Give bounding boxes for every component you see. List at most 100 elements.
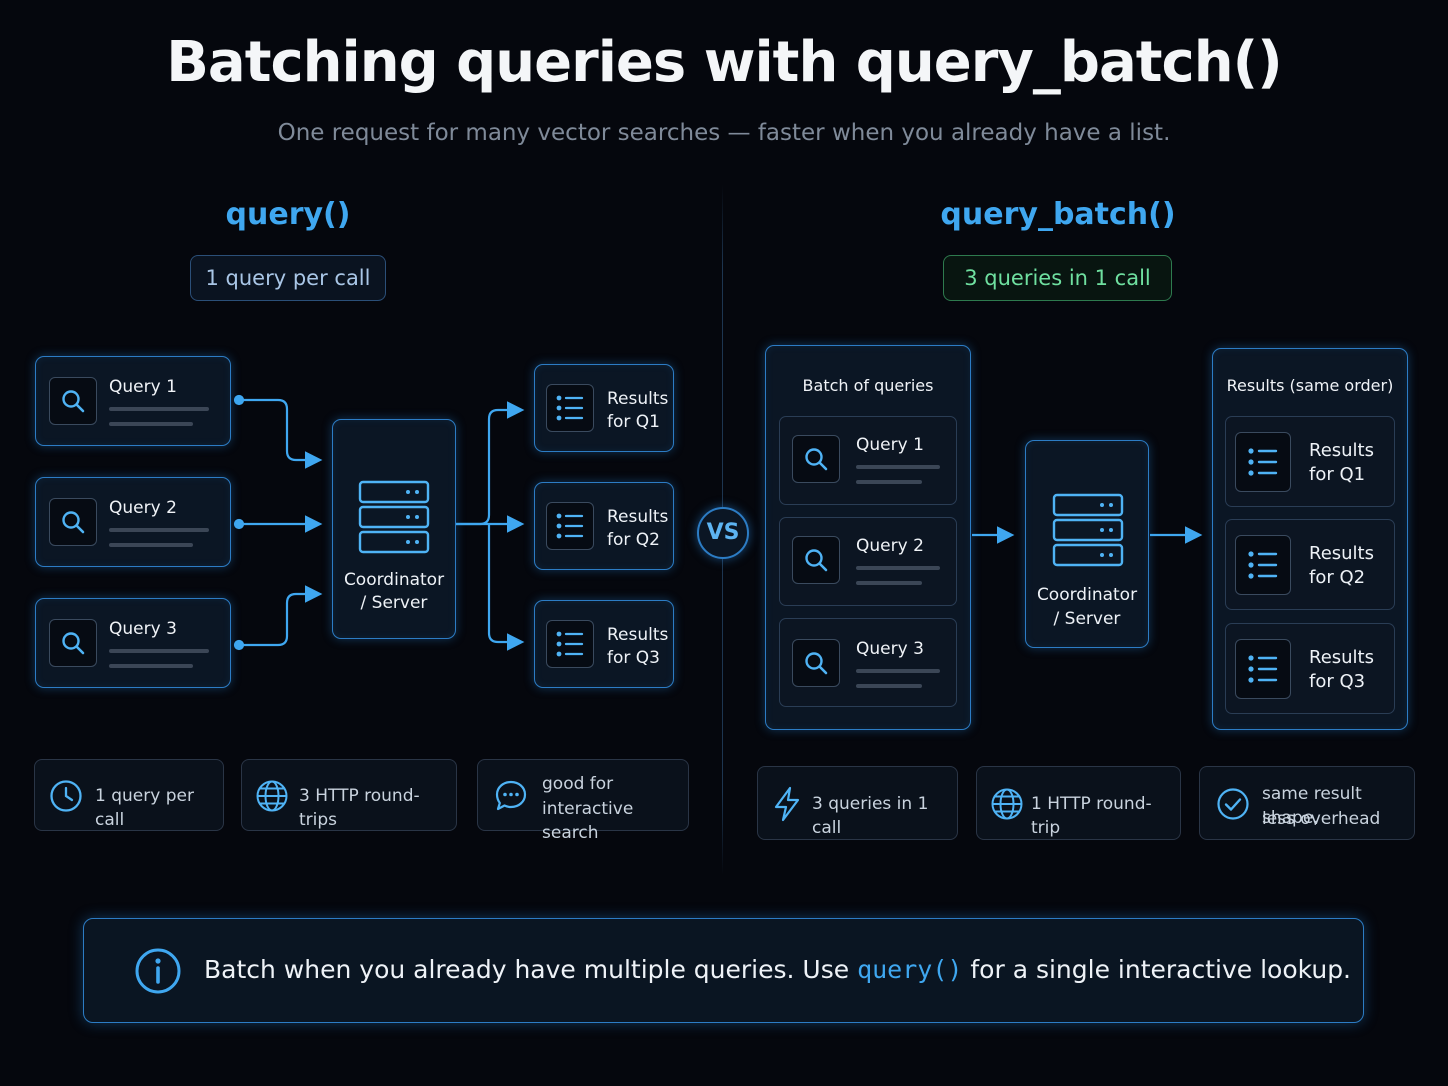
search-icon <box>792 435 840 483</box>
text-placeholder-line <box>109 528 209 532</box>
results-label-line1: Results <box>1309 647 1374 668</box>
feature-interactive-search: good for interactive search <box>477 759 689 843</box>
tip-text-before: Batch when you already have multiple que… <box>204 955 858 984</box>
search-icon <box>49 498 97 546</box>
query-label: Query 3 <box>856 639 924 659</box>
results-label-line2: for Q1 <box>1309 464 1366 485</box>
feature-label-line2: less overhead <box>1262 809 1381 829</box>
search-icon <box>49 619 97 667</box>
feature-label: 1 query per call <box>95 786 194 830</box>
text-placeholder-line <box>856 566 940 570</box>
check-circle-icon <box>1217 788 1249 820</box>
list-icon <box>546 502 594 550</box>
results-label-line1: Results <box>607 389 669 409</box>
right-heading: query_batch() <box>940 197 1176 232</box>
batch-query-3: Query 3 <box>779 618 957 707</box>
text-placeholder-line <box>856 669 940 673</box>
text-placeholder-line <box>109 664 193 668</box>
batch-of-queries-box: Batch of queries Query 1 Query 2 Query 3 <box>765 345 971 730</box>
server-icon <box>358 480 430 554</box>
results-card-q1: Results for Q1 <box>534 364 674 452</box>
batch-results-q2: Results for Q2 <box>1225 519 1395 610</box>
query-label: Query 1 <box>856 435 924 455</box>
text-placeholder-line <box>856 684 922 688</box>
search-icon <box>49 377 97 425</box>
search-icon <box>792 536 840 584</box>
feature-label: 1 HTTP round-trip <box>1031 794 1152 838</box>
globe-icon <box>256 780 288 812</box>
lightning-icon <box>774 786 800 822</box>
feature-label-line2: interactive search <box>542 799 634 843</box>
results-same-order-box: Results (same order) Results for Q1 Resu… <box>1212 348 1408 730</box>
text-placeholder-line <box>856 581 922 585</box>
vs-badge: VS <box>697 507 749 559</box>
tip-code: query() <box>857 955 963 984</box>
query-label: Query 2 <box>109 498 177 518</box>
batch-results-q1: Results for Q1 <box>1225 416 1395 507</box>
query-card-3: Query 3 <box>35 598 231 688</box>
server-label-line1: Coordinator <box>1036 585 1138 605</box>
info-icon <box>135 948 181 994</box>
tip-text: Batch when you already have multiple que… <box>204 955 1351 984</box>
results-label-line1: Results <box>1309 440 1374 461</box>
server-label-line2: / Server <box>360 593 428 613</box>
text-placeholder-line <box>109 649 209 653</box>
results-label-line1: Results <box>1309 543 1374 564</box>
results-heading: Results (same order) <box>1226 376 1394 395</box>
query-label: Query 1 <box>109 377 177 397</box>
results-label-line2: for Q3 <box>1309 671 1366 692</box>
batch-heading: Batch of queries <box>802 376 934 395</box>
feature-label: 3 queries in 1 call <box>812 794 929 838</box>
query-card-2: Query 2 <box>35 477 231 567</box>
right-badge: 3 queries in 1 call <box>943 255 1172 301</box>
feature-label: 3 HTTP round-trips <box>299 786 420 830</box>
feature-same-result-shape: same result shape, less overhead <box>1199 766 1415 840</box>
query-label: Query 3 <box>109 619 177 639</box>
results-label-line2: for Q1 <box>607 412 660 432</box>
text-placeholder-line <box>109 422 193 426</box>
text-placeholder-line <box>856 480 922 484</box>
globe-icon <box>991 788 1023 820</box>
query-card-1: Query 1 <box>35 356 231 446</box>
batch-query-1: Query 1 <box>779 416 957 505</box>
text-placeholder-line <box>109 407 209 411</box>
feature-label-line1: same result shape, <box>1262 784 1362 828</box>
list-icon <box>546 384 594 432</box>
feature-one-query-per-call: 1 query per call <box>34 759 224 831</box>
list-icon <box>1235 639 1291 699</box>
left-heading: query() <box>225 197 351 232</box>
text-placeholder-line <box>109 543 193 547</box>
feature-label-line1: good for <box>542 774 614 794</box>
server-label-line2: / Server <box>1053 609 1121 629</box>
feature-one-round-trip: 1 HTTP round-trip <box>976 766 1181 840</box>
results-card-q3: Results for Q3 <box>534 600 674 688</box>
coordinator-server-right: Coordinator / Server <box>1025 440 1149 648</box>
page-subtitle: One request for many vector searches — f… <box>277 120 1171 146</box>
query-label: Query 2 <box>856 536 924 556</box>
results-label-line2: for Q3 <box>607 648 660 668</box>
tip-text-after: for a single interactive lookup. <box>962 955 1352 984</box>
list-icon <box>1235 535 1291 595</box>
list-icon <box>1235 432 1291 492</box>
feature-three-queries-one-call: 3 queries in 1 call <box>757 766 958 840</box>
clock-icon <box>50 780 82 812</box>
batch-query-2: Query 2 <box>779 517 957 606</box>
feature-three-round-trips: 3 HTTP round-trips <box>241 759 457 831</box>
results-label-line1: Results <box>607 507 669 527</box>
results-card-q2: Results for Q2 <box>534 482 674 570</box>
results-label-line2: for Q2 <box>1309 567 1366 588</box>
coordinator-server-left: Coordinator / Server <box>332 419 456 639</box>
text-placeholder-line <box>856 465 940 469</box>
server-label-line1: Coordinator <box>343 570 445 590</box>
page-title: Batching queries with query_batch() <box>166 30 1283 95</box>
list-icon <box>546 620 594 668</box>
search-icon <box>792 639 840 687</box>
server-icon <box>1052 493 1124 567</box>
results-label-line2: for Q2 <box>607 530 660 550</box>
tip-banner: Batch when you already have multiple que… <box>83 918 1364 1023</box>
results-label-line1: Results <box>607 625 669 645</box>
left-badge: 1 query per call <box>190 255 386 301</box>
batch-results-q3: Results for Q3 <box>1225 623 1395 714</box>
chat-icon <box>495 780 527 811</box>
